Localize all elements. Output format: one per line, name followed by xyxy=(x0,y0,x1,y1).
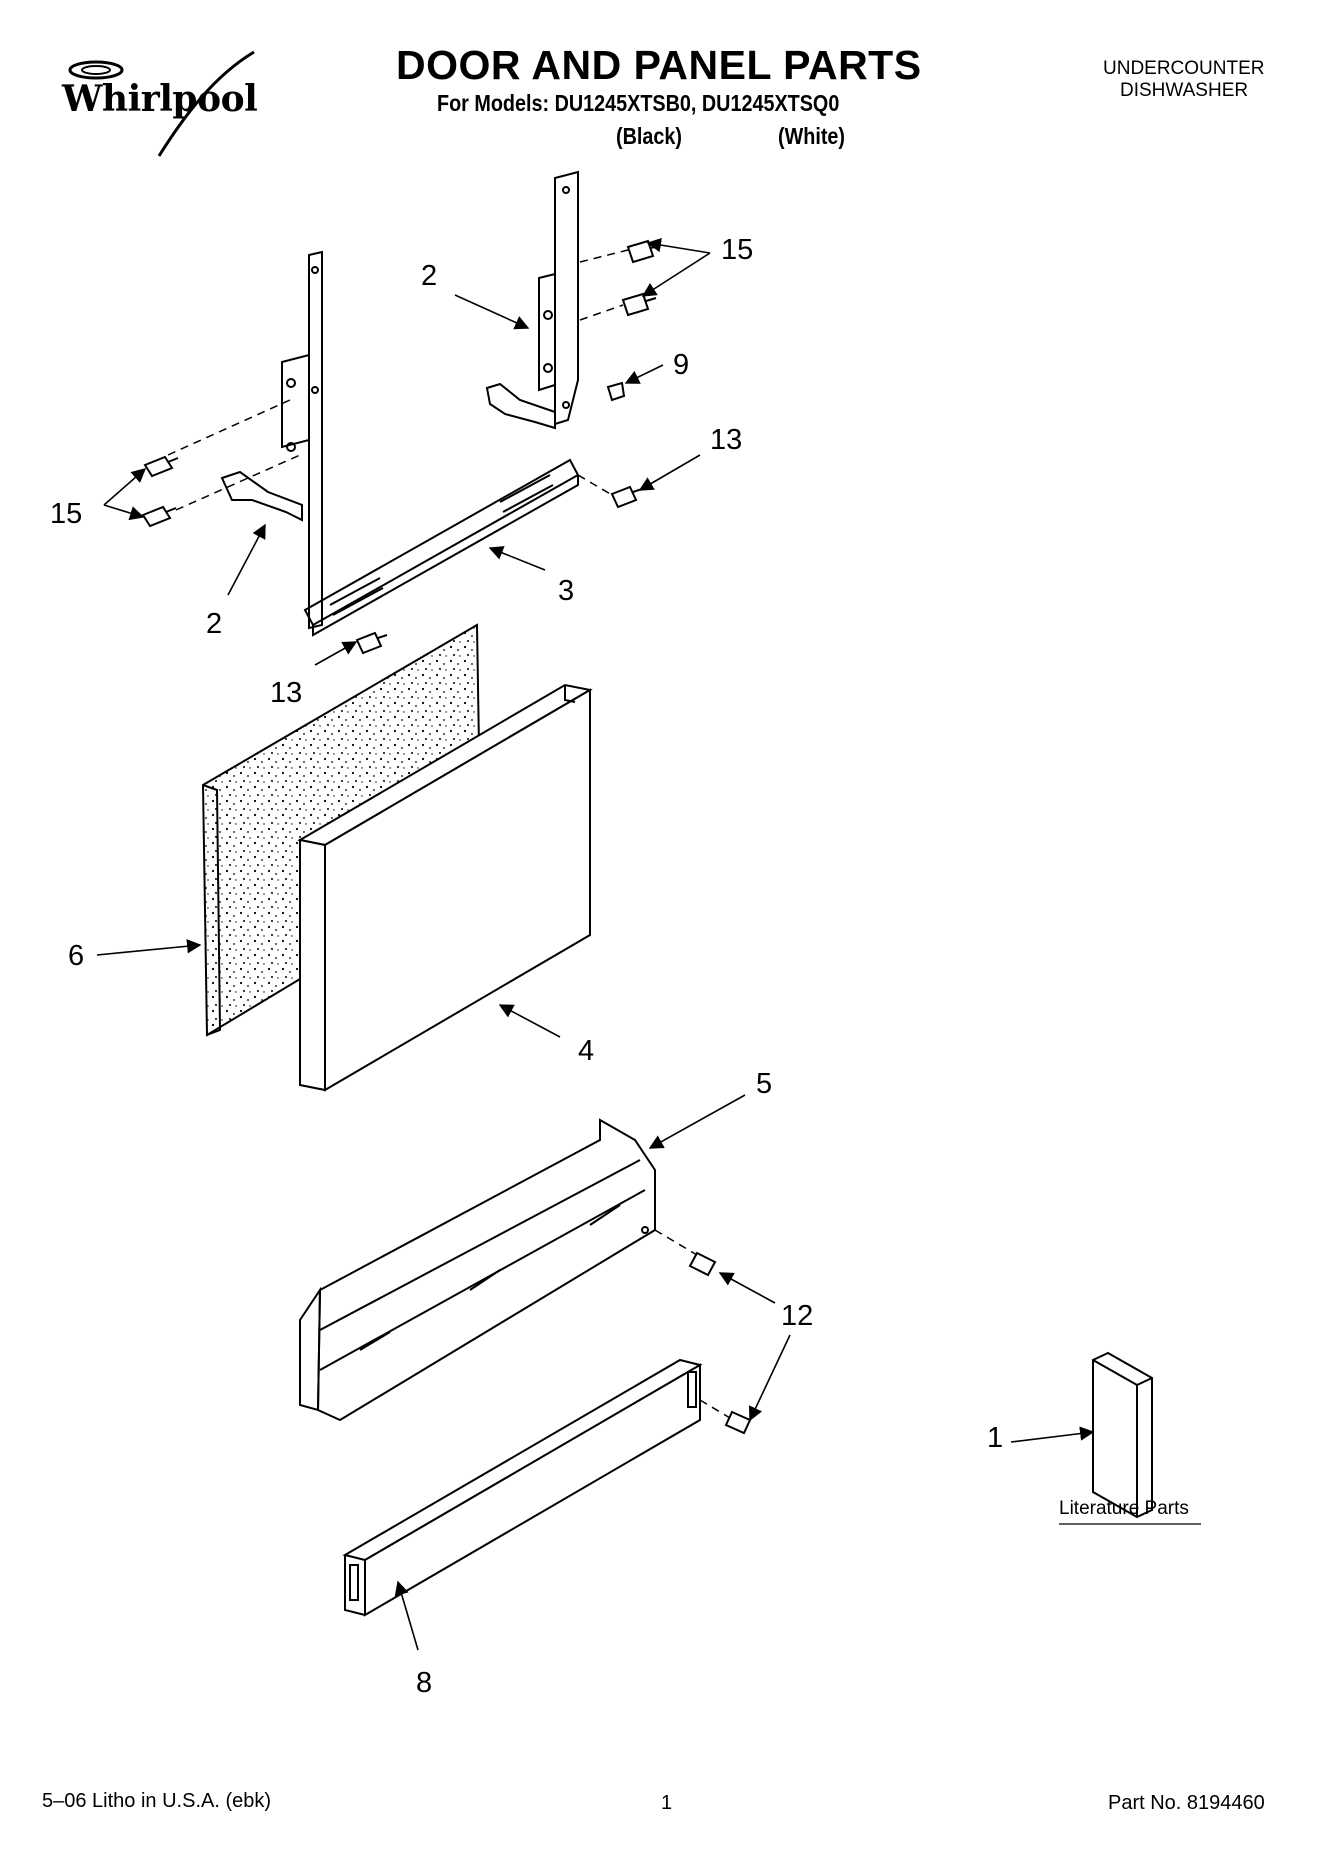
clip-9 xyxy=(606,381,626,402)
appliance-type-line2: DISHWASHER xyxy=(1120,80,1249,101)
color-black-label: (Black) xyxy=(616,123,682,149)
screw-12-upper xyxy=(688,1251,717,1277)
hinge-bracket-left xyxy=(220,250,323,630)
callout-5-toe-panel: 5 xyxy=(756,1068,773,1100)
screw-12-lower xyxy=(724,1410,752,1435)
footer-part-number: Part No. 8194460 xyxy=(1108,1792,1265,1814)
page-title: DOOR AND PANEL PARTS xyxy=(396,42,922,88)
screw-13-left xyxy=(355,631,388,655)
footer-page-number: 1 xyxy=(661,1792,673,1814)
brand-wordmark: Whirlpool xyxy=(62,78,258,120)
callout-2-left-hinge: 2 xyxy=(206,608,223,640)
callout-3-brace: 3 xyxy=(558,575,575,607)
screw-15-left-lower xyxy=(141,505,177,528)
screw-15-right-lower xyxy=(621,292,657,317)
door-panel-4 xyxy=(297,683,593,1092)
leader-lines xyxy=(96,237,1095,1651)
door-brace-3 xyxy=(303,458,580,637)
callout-4-door-panel: 4 xyxy=(578,1035,595,1067)
models-line: For Models: DU1245XTSB0, DU1245XTSQ0 xyxy=(437,90,840,116)
kick-plate-8 xyxy=(342,1358,703,1617)
callout-13-right-screw: 13 xyxy=(710,424,743,456)
brand-logo xyxy=(44,46,284,166)
logo-swirl xyxy=(68,50,255,157)
callout-15-left-screws: 15 xyxy=(50,498,83,530)
screw-13-right xyxy=(610,485,643,509)
literature-parts-label: Literature Parts xyxy=(1059,1498,1189,1519)
color-white-label: (White) xyxy=(778,123,846,149)
callout-13-left-screw: 13 xyxy=(270,677,303,709)
callout-6-insulation: 6 xyxy=(68,940,85,972)
screw-15-left-upper xyxy=(143,455,179,478)
callout-2-right-hinge: 2 xyxy=(421,260,438,292)
appliance-type-line1: UNDERCOUNTER xyxy=(1103,58,1265,79)
callout-12-screws: 12 xyxy=(781,1300,814,1332)
callout-9-clip: 9 xyxy=(673,349,690,381)
hinge-bracket-right xyxy=(485,170,579,430)
toe-panel-5 xyxy=(299,1118,656,1422)
callout-1-literature: 1 xyxy=(987,1422,1004,1454)
alignment-lines xyxy=(167,249,731,1419)
footer-litho: 5–06 Litho in U.S.A. (ebk) xyxy=(42,1790,272,1812)
callout-15-right-screws: 15 xyxy=(721,234,754,266)
literature-booklet-1 xyxy=(1092,1351,1153,1519)
callout-8-kick-plate: 8 xyxy=(416,1667,433,1699)
